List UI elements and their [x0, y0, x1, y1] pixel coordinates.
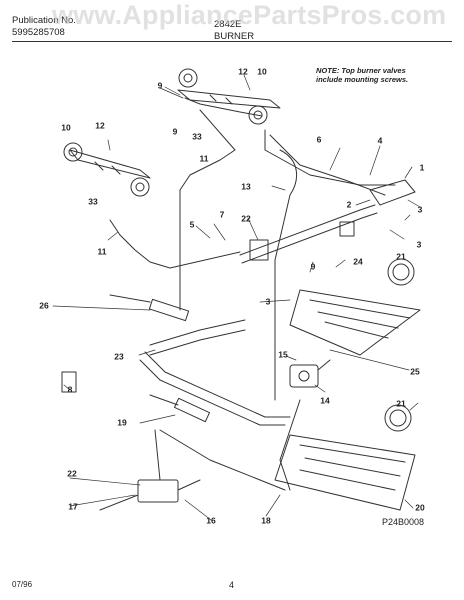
- callout-3-right: 3: [417, 204, 423, 215]
- gas-line-main: [139, 359, 286, 426]
- model-number: 2842E: [214, 19, 242, 30]
- igniter-26: [109, 294, 190, 322]
- tube-18: [159, 429, 286, 491]
- callout-22-lower: 22: [67, 468, 77, 479]
- callout-20: 20: [415, 502, 425, 513]
- burner-tube-mid: [269, 134, 386, 196]
- callout-33-top: 33: [192, 131, 202, 142]
- callout-21-top: 21: [396, 251, 406, 262]
- callout-9-mid: 9: [172, 126, 178, 137]
- footer-date: 07/96: [12, 580, 33, 589]
- callout-25: 25: [410, 366, 420, 377]
- callout-33-left: 33: [88, 196, 98, 207]
- callout-23: 23: [114, 351, 124, 362]
- callout-17: 17: [68, 501, 78, 512]
- callout-3-mid: 3: [416, 239, 422, 250]
- tube-11-lower: [109, 219, 241, 269]
- callout-9-lower: 9: [310, 261, 316, 272]
- orifice-21-upper-inner: [387, 258, 415, 286]
- burner-tube-upper: [264, 129, 396, 186]
- callout-3-lower: 3: [265, 296, 271, 307]
- orifice-21-upper: [392, 263, 410, 281]
- callout-10-top: 10: [257, 66, 267, 77]
- burner-baffle-25: [289, 289, 421, 356]
- leader-lines: [52, 74, 421, 521]
- callout-22-top: 22: [241, 213, 251, 224]
- callout-9-top: 9: [157, 80, 163, 91]
- callout-7: 7: [219, 209, 225, 220]
- bracket-8: [61, 371, 77, 393]
- header-rule: [12, 41, 452, 42]
- callout-18: 18: [261, 515, 271, 526]
- callout-5: 5: [189, 219, 195, 230]
- orifice-21-lower-inner: [384, 404, 412, 432]
- burner-baffle-20: [274, 434, 416, 511]
- note-line-1: NOTE: Top burner valves: [316, 66, 406, 75]
- publication-label: Publication No.: [12, 15, 76, 26]
- callout-14: 14: [320, 395, 330, 406]
- callout-11-left: 11: [97, 246, 107, 257]
- callout-26: 26: [39, 300, 49, 311]
- callout-13: 13: [241, 181, 251, 192]
- figure-code: P24B0008: [382, 517, 425, 527]
- left-burner-bracket: [63, 142, 151, 197]
- spark-module-19: [149, 394, 211, 423]
- callout-4: 4: [377, 135, 383, 146]
- pilot-tube-13: [274, 149, 298, 401]
- top-burner-bracket: [177, 68, 281, 125]
- callout-16: 16: [206, 515, 216, 526]
- manifold-pipe: [239, 179, 416, 264]
- tube-18b: [279, 399, 301, 491]
- callout-1: 1: [419, 162, 425, 173]
- callout-11-top: 11: [199, 153, 209, 164]
- gas-line-23: [149, 319, 246, 356]
- section-title: BURNER: [214, 31, 255, 42]
- publication-number: 5995285708: [12, 27, 65, 38]
- pressure-regulator: [289, 359, 331, 388]
- callout-10-left: 10: [61, 122, 71, 133]
- callout-12-top: 12: [238, 66, 248, 77]
- gas-line-main-2: [144, 351, 291, 418]
- oven-valve: [99, 429, 201, 511]
- callout-2: 2: [346, 199, 352, 210]
- watermark: www.AppliancePartsPros.com: [52, 0, 447, 30]
- note-text: NOTE: Top burner valves include mounting…: [316, 66, 408, 84]
- note-line-2: include mounting screws.: [316, 75, 409, 84]
- callout-6: 6: [316, 134, 322, 145]
- callout-12-left: 12: [95, 120, 105, 131]
- callout-15: 15: [278, 349, 288, 360]
- callout-8: 8: [67, 384, 73, 395]
- callout-24: 24: [353, 256, 363, 267]
- callout-19: 19: [117, 417, 127, 428]
- tube-11-upper: [179, 109, 236, 311]
- orifice-21-lower: [389, 409, 407, 427]
- page-number: 4: [229, 580, 235, 590]
- callout-21-lower: 21: [396, 398, 406, 409]
